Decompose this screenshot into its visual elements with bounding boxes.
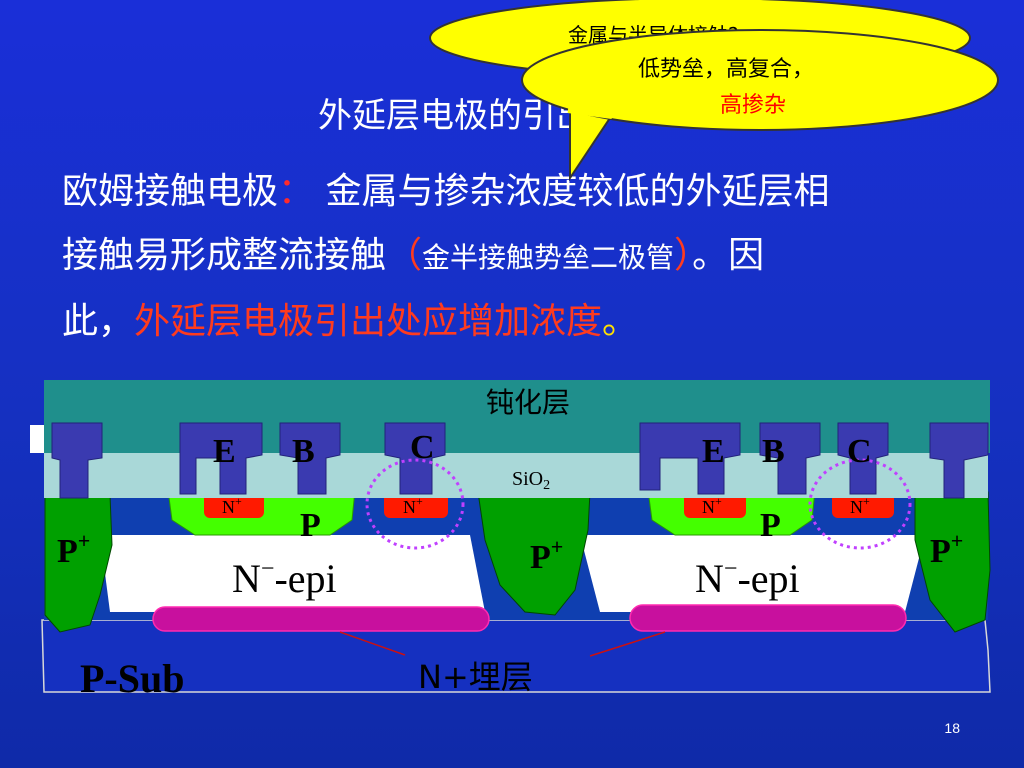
metal-emitter-right bbox=[639, 422, 741, 495]
nplus-label-4: N+ bbox=[850, 494, 870, 517]
n-plus-collector-left bbox=[384, 492, 448, 518]
page-number: 18 bbox=[944, 720, 960, 736]
line2-end: 。因 bbox=[692, 235, 765, 276]
p-plus-isolation-right bbox=[914, 491, 991, 633]
emitter-label-right: E bbox=[702, 433, 725, 470]
metal-collector-left bbox=[384, 422, 446, 495]
edge-marker bbox=[30, 425, 44, 453]
metal-base-right bbox=[759, 422, 821, 495]
nplus-label-1: N+ bbox=[222, 494, 242, 517]
conclusion-highlight: 外延层电极引出处应增加浓度 bbox=[134, 301, 603, 342]
schottky-note: 金半接触势垒二极管 bbox=[422, 241, 675, 274]
p-base-label-right: P bbox=[760, 507, 781, 544]
metal-collector-right bbox=[837, 422, 889, 495]
epi-label-right: N−-epi bbox=[695, 556, 800, 601]
n-plus-emitter-left bbox=[204, 492, 264, 518]
bjt-cross-section: 钝化层 SiO2 E B C E B C N+ N+ N+ N+ P P P+ … bbox=[30, 380, 991, 701]
metal-base-left bbox=[279, 422, 341, 495]
base-label-left: B bbox=[292, 433, 315, 470]
highlight-circle-right bbox=[808, 458, 912, 550]
buried-layer-label: N+埋层 bbox=[418, 658, 533, 696]
n-plus-collector-right bbox=[832, 492, 894, 518]
callout-front: 低势垒，高复合， 高掺杂 bbox=[521, 29, 999, 182]
body-paragraph: 欧姆接触电极： 金属与掺杂浓度较低的外延层相 接触易形成整流接触（金半接触势垒二… bbox=[62, 160, 1012, 354]
metal-emitter-left bbox=[179, 422, 263, 495]
colon: ： bbox=[278, 171, 315, 212]
p-plus-isolation-left bbox=[44, 494, 113, 633]
line3-start: 此， bbox=[62, 301, 135, 342]
metal-edge-right bbox=[929, 422, 989, 499]
p-plus-label-left: P+ bbox=[57, 528, 90, 570]
callout-front-line2: 高掺杂 bbox=[720, 93, 786, 118]
buried-layer-left bbox=[152, 606, 490, 632]
sio2-layer bbox=[44, 453, 988, 498]
passivation-label: 钝化层 bbox=[486, 386, 570, 419]
nplus-label-2: N+ bbox=[403, 494, 423, 517]
substrate-label: P-Sub bbox=[80, 656, 185, 701]
collector-label-right: C bbox=[847, 433, 872, 470]
slide-title: 外延层电极的引出 bbox=[318, 96, 590, 136]
paren-close: ） bbox=[674, 235, 693, 276]
line3-dot: 。 bbox=[602, 301, 639, 342]
collector-label-left: C bbox=[410, 429, 435, 466]
n-plus-emitter-right bbox=[684, 492, 746, 518]
highlight-circle-left bbox=[365, 458, 465, 550]
line1-text: 金属与掺杂浓度较低的外延层相 bbox=[325, 171, 830, 212]
p-plus-label-middle: P+ bbox=[530, 534, 563, 576]
callout-front-line1: 低势垒，高复合， bbox=[638, 57, 814, 82]
p-plus-isolation-middle bbox=[477, 491, 591, 616]
epi-left bbox=[100, 535, 485, 612]
buried-pointer-right bbox=[589, 631, 666, 657]
paren-open: （ bbox=[386, 235, 423, 276]
buried-pointer-left bbox=[339, 631, 406, 656]
emitter-label-left: E bbox=[213, 433, 236, 470]
callout-group: 金属与半导体接触? 低势垒，高复合， 高掺杂 bbox=[429, 0, 999, 182]
buried-layer-right bbox=[629, 604, 907, 632]
ohmic-contact-term: 欧姆接触电极 bbox=[62, 171, 279, 212]
base-label-right: B bbox=[762, 433, 785, 470]
metal-edge-left bbox=[51, 422, 103, 499]
sio2-label: SiO2 bbox=[512, 468, 550, 493]
p-plus-label-right: P+ bbox=[930, 528, 963, 570]
line2-text: 接触易形成整流接触 bbox=[62, 235, 387, 276]
p-base-label-left: P bbox=[300, 507, 321, 544]
epi-label-left: N−-epi bbox=[232, 556, 337, 601]
nplus-label-3: N+ bbox=[702, 494, 722, 517]
metal-electrodes bbox=[51, 422, 989, 499]
epi-right bbox=[580, 535, 925, 612]
